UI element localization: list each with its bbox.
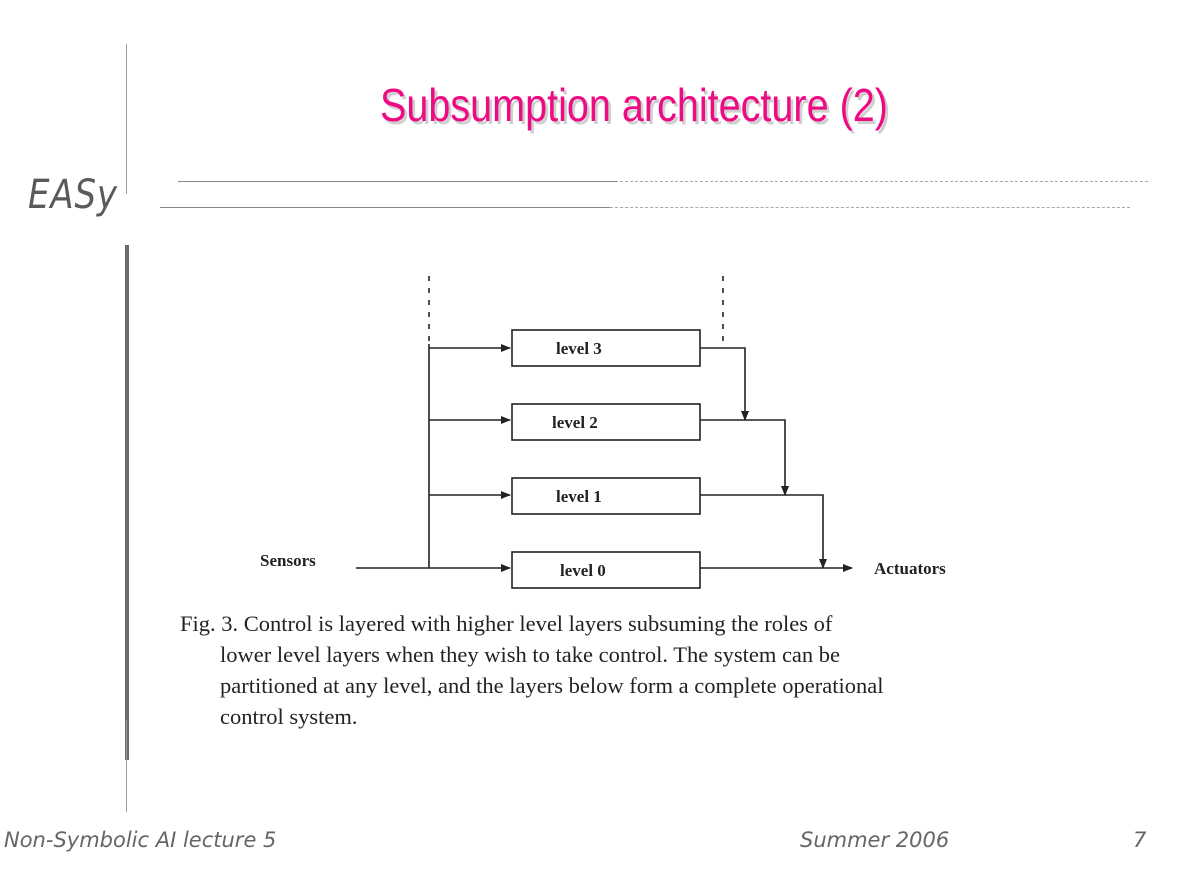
slide-title-wrap: Subsumption architecture (2)	[380, 78, 971, 132]
caption-line-4: control system.	[220, 704, 358, 729]
left-vertical-rule-thick	[125, 245, 129, 760]
caption-line-1: Fig. 3. Control is layered with higher l…	[180, 611, 833, 636]
left-vertical-rule-bottom	[126, 720, 127, 812]
level-3-box	[511, 329, 701, 367]
easy-logo: EASy	[28, 172, 118, 218]
footer-page-number: 7	[1133, 828, 1147, 852]
level-0-label: level 0	[560, 561, 606, 580]
header-rule-1	[178, 181, 618, 182]
level-3-label: level 3	[556, 339, 602, 358]
level-2-box	[511, 403, 701, 441]
subsumption-diagram: level 3 level 2 level 1 level 0 Sensors …	[180, 262, 1000, 607]
level-2-output	[700, 419, 789, 496]
footer-course: Non-Symbolic AI lecture 5	[4, 828, 277, 852]
left-vertical-rule-top	[126, 44, 127, 194]
header-dash-2	[610, 207, 1130, 208]
header-dash-1	[620, 181, 1148, 182]
level-2-label: level 2	[552, 413, 598, 432]
diagram-svg: level 3 level 2 level 1 level 0 Sensors …	[260, 276, 946, 589]
caption-line-3: partitioned at any level, and the layers…	[220, 673, 884, 698]
level-3-output	[700, 347, 749, 421]
level-1-label: level 1	[556, 487, 602, 506]
caption-line-2: lower level layers when they wish to tak…	[220, 642, 841, 667]
level-1-box	[511, 477, 701, 515]
footer-term: Summer 2006	[800, 828, 950, 852]
figure-caption: Fig. 3. Control is layered with higher l…	[180, 608, 1080, 732]
level-0-box	[511, 551, 701, 589]
sensors-label: Sensors	[260, 551, 316, 570]
actuators-label: Actuators	[874, 559, 946, 578]
header-rule-2	[160, 207, 610, 208]
level-1-output	[700, 494, 827, 569]
slide-title: Subsumption architecture (2)	[380, 79, 888, 131]
